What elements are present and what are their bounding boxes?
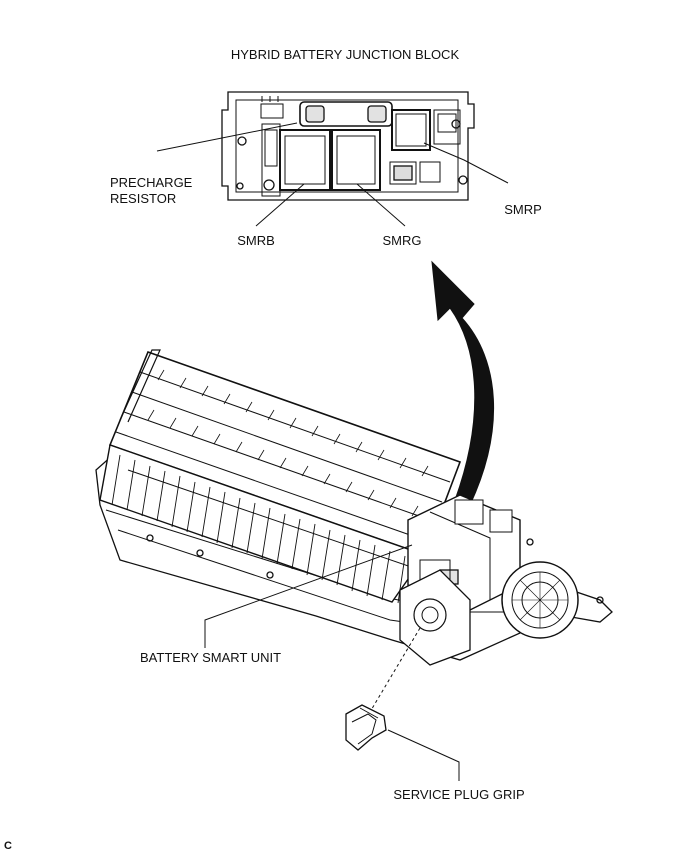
service-plug-grip-label: SERVICE PLUG GRIP — [393, 787, 524, 802]
smrb-label: SMRB — [237, 233, 275, 248]
smrp-label: SMRP — [504, 202, 542, 217]
precharge-resistor-label-line2: RESISTOR — [110, 191, 176, 206]
service-plug-grip-part — [345, 704, 387, 751]
junction-leader-lines — [156, 122, 509, 227]
battery-leader-lines — [204, 544, 460, 781]
curved-arrow — [431, 260, 495, 506]
smrg-label: SMRG — [383, 233, 422, 248]
junction-block-illustration — [221, 91, 475, 201]
smrp-relay-part — [391, 109, 431, 151]
smrb-relay-part — [279, 129, 331, 191]
battery-smart-unit-label: BATTERY SMART UNIT — [140, 650, 281, 665]
service-plug-dashed-line — [369, 627, 421, 713]
battery-assembly-illustration — [95, 349, 613, 666]
corner-code: C — [4, 840, 12, 852]
precharge-resistor-label-line1: PRECHARGE — [110, 175, 193, 190]
diagram-title: HYBRID BATTERY JUNCTION BLOCK — [231, 47, 460, 62]
smrg-relay-part — [331, 129, 381, 191]
